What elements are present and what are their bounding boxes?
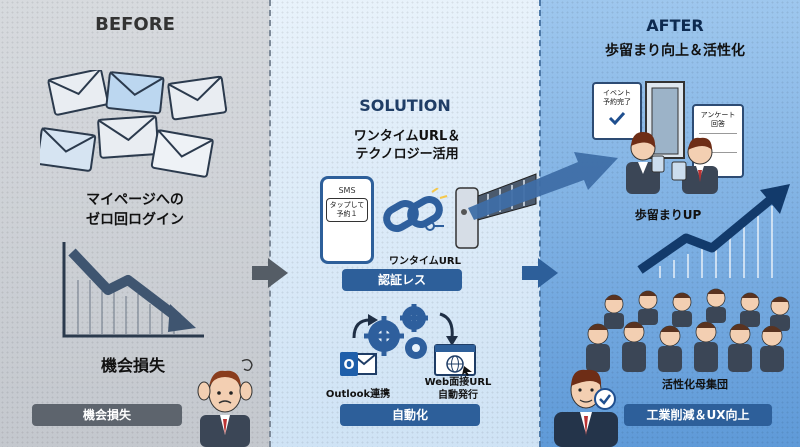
survey-answered-text: アンケート 回答 bbox=[700, 111, 736, 128]
envelope-stack-icon bbox=[40, 70, 228, 178]
before-panel: BEFORE マイページへの ゼロ回ログイン bbox=[0, 0, 270, 447]
solution-panel: SOLUTION ワンタイムURL＆ テクノロジー活用 SMS タップして 予約… bbox=[270, 0, 540, 447]
one-time-url-label: ワンタイムURL bbox=[389, 256, 461, 267]
solution-footer-label: 自動化 bbox=[340, 404, 480, 426]
gears-icon bbox=[364, 304, 428, 359]
svg-text:O: O bbox=[343, 358, 354, 373]
falling-chart-icon bbox=[62, 242, 204, 338]
event-booked-card: イベント 予約完了 bbox=[592, 82, 642, 140]
web-interview-url-label: Web面接URL 自動発行 bbox=[424, 377, 492, 401]
solution-subtitle: ワンタイムURL＆ テクノロジー活用 bbox=[353, 129, 461, 162]
arrow-solution-to-after-icon bbox=[522, 258, 558, 288]
crowd-icon bbox=[586, 288, 790, 372]
progress-diagonal-arrow-icon bbox=[468, 152, 618, 220]
web-browser-icon bbox=[434, 344, 476, 376]
outlook-integration-label: Outlook連携 bbox=[325, 389, 391, 400]
phone-sms-label: SMS bbox=[338, 186, 356, 195]
after-heading: AFTER bbox=[646, 16, 704, 35]
smartphone-icon: SMS タップして 予約１ bbox=[320, 176, 374, 264]
before-login-caption: マイページへの ゼロ回ログイン bbox=[86, 192, 184, 228]
before-footer-label: 機会損失 bbox=[32, 404, 182, 426]
after-panel: AFTER 歩留まり向上＆活性化 イベント 予約完了 アンケート 回答 bbox=[540, 0, 800, 447]
divider-left bbox=[269, 0, 271, 447]
before-heading: BEFORE bbox=[95, 14, 175, 35]
solution-heading: SOLUTION bbox=[359, 96, 451, 115]
active-population-label: 活性化母集団 bbox=[662, 378, 728, 391]
staff-people-icon bbox=[626, 132, 718, 194]
rising-chart-icon bbox=[637, 184, 790, 278]
after-footer-label: 工業削減＆UX向上 bbox=[624, 404, 772, 426]
arrow-before-to-solution-icon bbox=[252, 258, 288, 288]
after-subtitle: 歩留まり向上＆活性化 bbox=[605, 43, 745, 59]
divider-right bbox=[539, 0, 541, 447]
event-booked-text: イベント 予約完了 bbox=[603, 89, 631, 106]
check-badge-icon bbox=[594, 388, 616, 410]
process-arrows-icon bbox=[352, 312, 458, 346]
before-loss-caption: 機会損失 bbox=[100, 356, 165, 375]
phone-bubble-text: タップして 予約１ bbox=[326, 198, 368, 222]
businessman-icon bbox=[554, 369, 618, 447]
chain-link-icon bbox=[383, 188, 448, 232]
auth-less-badge: 認証レス bbox=[342, 269, 462, 291]
growth-label: 歩留まりUP bbox=[634, 208, 702, 222]
outlook-icon: O bbox=[340, 352, 377, 376]
stressed-person-icon bbox=[197, 358, 253, 447]
